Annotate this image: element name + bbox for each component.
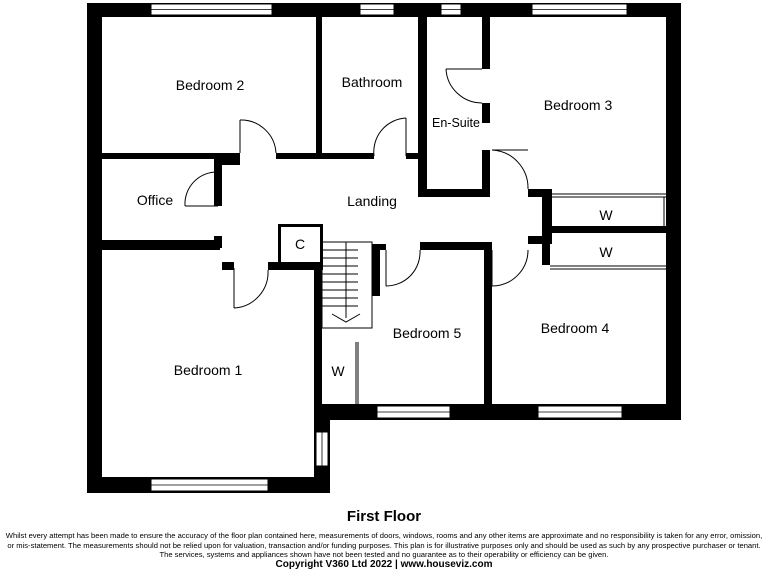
- copyright: Copyright V360 Ltd 2022 | www.houseviz.c…: [275, 559, 493, 570]
- label-bedroom-1: Bedroom 1: [174, 362, 243, 378]
- label-cupboard: C: [295, 236, 305, 252]
- label-wardrobe-bedroom-4: W: [599, 244, 613, 260]
- label-office: Office: [137, 192, 174, 208]
- doors: [184, 68, 529, 309]
- label-wardrobe-bedroom-3: W: [599, 207, 613, 223]
- disclaimer-line-1: Whilst every attempt has been made to en…: [5, 531, 763, 540]
- label-bedroom-2: Bedroom 2: [176, 77, 245, 93]
- disclaimer-line-2: or mis-statement. The measurements shoul…: [7, 540, 761, 550]
- disclaimer-line-3: The services, systems and appliances sho…: [159, 550, 609, 560]
- floor-plan: Bedroom 2 Bathroom En-Suite Bedroom 3 Of…: [87, 3, 681, 493]
- label-bedroom-4: Bedroom 4: [541, 320, 610, 336]
- disclaimer: Whilst every attempt has been made to en…: [4, 531, 764, 560]
- staircase: [321, 241, 373, 329]
- label-wardrobe-bedroom-5: W: [331, 363, 345, 379]
- label-landing: Landing: [347, 193, 397, 209]
- label-bedroom-3: Bedroom 3: [544, 97, 613, 113]
- floor-title: First Floor: [346, 508, 422, 525]
- interior-walls: [102, 17, 666, 410]
- label-bathroom: Bathroom: [342, 74, 403, 90]
- label-bedroom-5: Bedroom 5: [393, 325, 462, 341]
- label-en-suite: En-Suite: [432, 116, 480, 130]
